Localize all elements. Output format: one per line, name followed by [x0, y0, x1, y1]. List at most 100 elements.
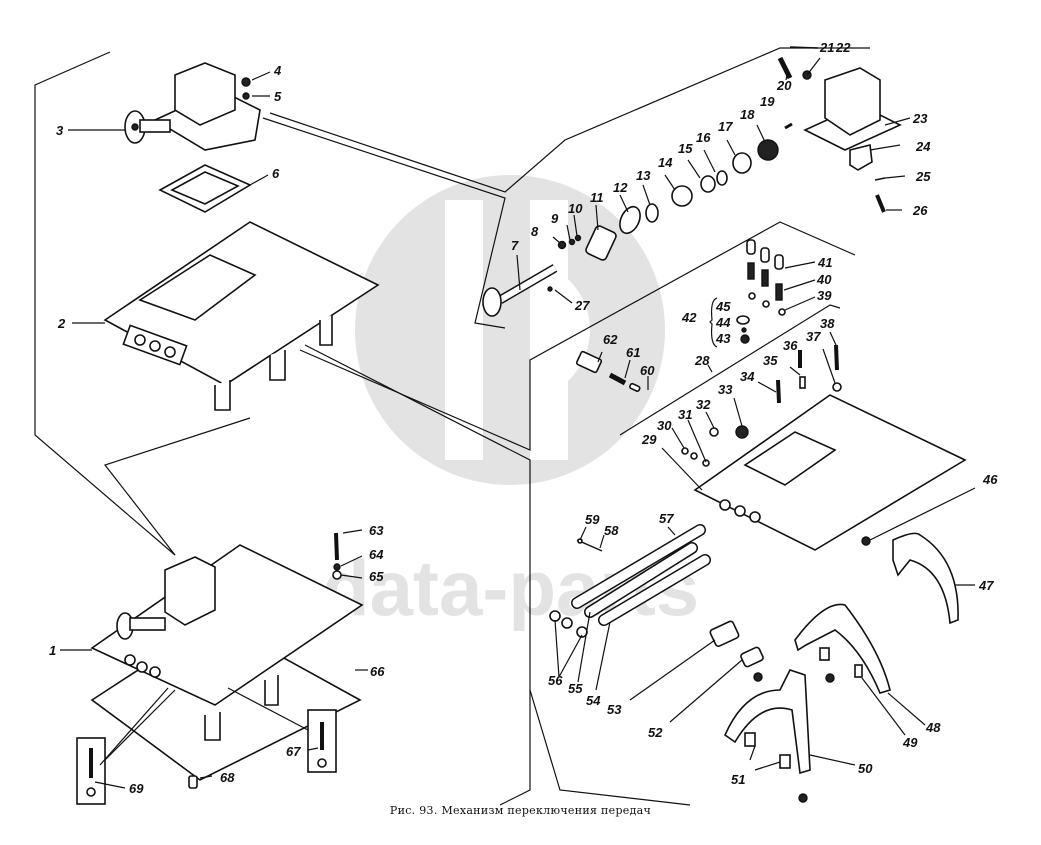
part-38-bolt [834, 344, 839, 371]
part-40-spring-a [747, 262, 755, 280]
watermark-logo [355, 175, 665, 485]
leader-16 [703, 149, 716, 173]
callout-64: 64 [369, 547, 384, 562]
part-64-washer [333, 563, 341, 571]
leader-12 [619, 194, 629, 213]
leader-30 [671, 427, 685, 449]
cover-hole-2 [149, 340, 161, 352]
part-13-ring [645, 203, 659, 223]
leader-48 [887, 692, 926, 726]
leader-63 [342, 529, 363, 534]
callout-54: 54 [586, 693, 601, 708]
callout-60: 60 [640, 363, 655, 378]
part-47-fork [892, 532, 959, 625]
leader-56a [554, 619, 560, 678]
part-29-cover [693, 394, 967, 551]
part-40-spring-c [775, 283, 783, 301]
callout-5: 5 [274, 89, 282, 104]
part-15-ring [700, 175, 716, 193]
callout-41: 41 [817, 255, 832, 270]
leader-65 [340, 574, 363, 579]
leader-17 [726, 139, 736, 156]
part-1-assembled-mechanism [90, 544, 364, 781]
assembly-fork-leg-1 [204, 712, 221, 741]
part-25-washer [874, 177, 886, 181]
callout-10: 10 [568, 201, 583, 216]
callout-7: 7 [511, 238, 519, 253]
assembly-hole-3 [149, 666, 161, 678]
callout-30: 30 [657, 418, 672, 433]
part-33-breather [735, 425, 749, 439]
callout-29: 29 [641, 432, 657, 447]
leader-23 [884, 117, 911, 126]
callout-32: 32 [696, 397, 711, 412]
leader-9 [566, 224, 571, 241]
frame-cover-group [299, 221, 856, 451]
leader-56b [558, 634, 583, 678]
part-65-washer [332, 570, 342, 580]
frame-left-upper [34, 51, 176, 556]
screw-mid [825, 673, 835, 683]
screw-bottom [798, 793, 808, 803]
callout-48: 48 [925, 720, 941, 735]
leader-32 [705, 411, 715, 429]
assembly-shaft [129, 617, 166, 631]
callout-63: 63 [369, 523, 384, 538]
detent-parts [709, 239, 786, 348]
part-19-pin [784, 122, 793, 130]
callout-59: 59 [585, 512, 600, 527]
callout-17: 17 [718, 119, 733, 134]
leader-28 [707, 364, 713, 373]
cover-29-hole-2 [734, 505, 746, 517]
part-26-bolt [875, 194, 886, 213]
part-56-ring-a [549, 610, 561, 622]
leader-4 [251, 71, 271, 81]
leader-52 [669, 659, 743, 723]
leader-46 [869, 487, 976, 541]
cover-plate [103, 221, 380, 386]
part-39-ball-b [762, 300, 770, 308]
callout-4: 4 [273, 63, 282, 78]
part-3-shift-housing [124, 62, 261, 151]
leader-59 [579, 526, 587, 541]
callout-12: 12 [613, 180, 628, 195]
callout-58: 58 [604, 523, 619, 538]
part-51-shoe-a [744, 732, 756, 747]
assembly-fork-leg-2 [264, 675, 279, 706]
cover-hole-3 [164, 346, 176, 358]
leader-58 [599, 534, 605, 549]
callout-20: 20 [776, 78, 792, 93]
part-69-washer [86, 787, 96, 797]
part-17-spring-seat [732, 152, 752, 174]
leader-51b [754, 761, 781, 771]
part-9-spring [568, 238, 576, 246]
callout-65: 65 [369, 569, 384, 584]
callout-19: 19 [760, 94, 775, 109]
part-52-block [740, 646, 764, 668]
callout-18: 18 [740, 107, 755, 122]
callout-36: 36 [783, 338, 798, 353]
part-31-plug-b [702, 459, 710, 467]
cover-hole-1 [134, 334, 146, 346]
callout-62: 62 [603, 332, 618, 347]
leader-7 [516, 254, 521, 291]
leader-25 [884, 175, 906, 179]
callout-67: 67 [286, 744, 301, 759]
part-44-spring [741, 327, 747, 333]
leader-39 [784, 296, 816, 311]
callout-51: 51 [731, 772, 745, 787]
callout-40: 40 [816, 272, 832, 287]
leader-51 [749, 745, 756, 761]
leader-33 [733, 397, 743, 427]
leader-24 [869, 144, 901, 151]
callout-43: 43 [715, 331, 731, 346]
watermark-bar [483, 260, 530, 400]
part-41-sleeve-a [746, 239, 756, 255]
part-49-shoe-b [819, 647, 830, 661]
part-51-shoe-b [779, 754, 791, 769]
part-4-nut [241, 77, 251, 87]
part-20-bolt [777, 56, 793, 80]
part-12-gasket [619, 205, 641, 235]
part-43-plug [740, 334, 750, 344]
callout-52: 52 [648, 725, 663, 740]
